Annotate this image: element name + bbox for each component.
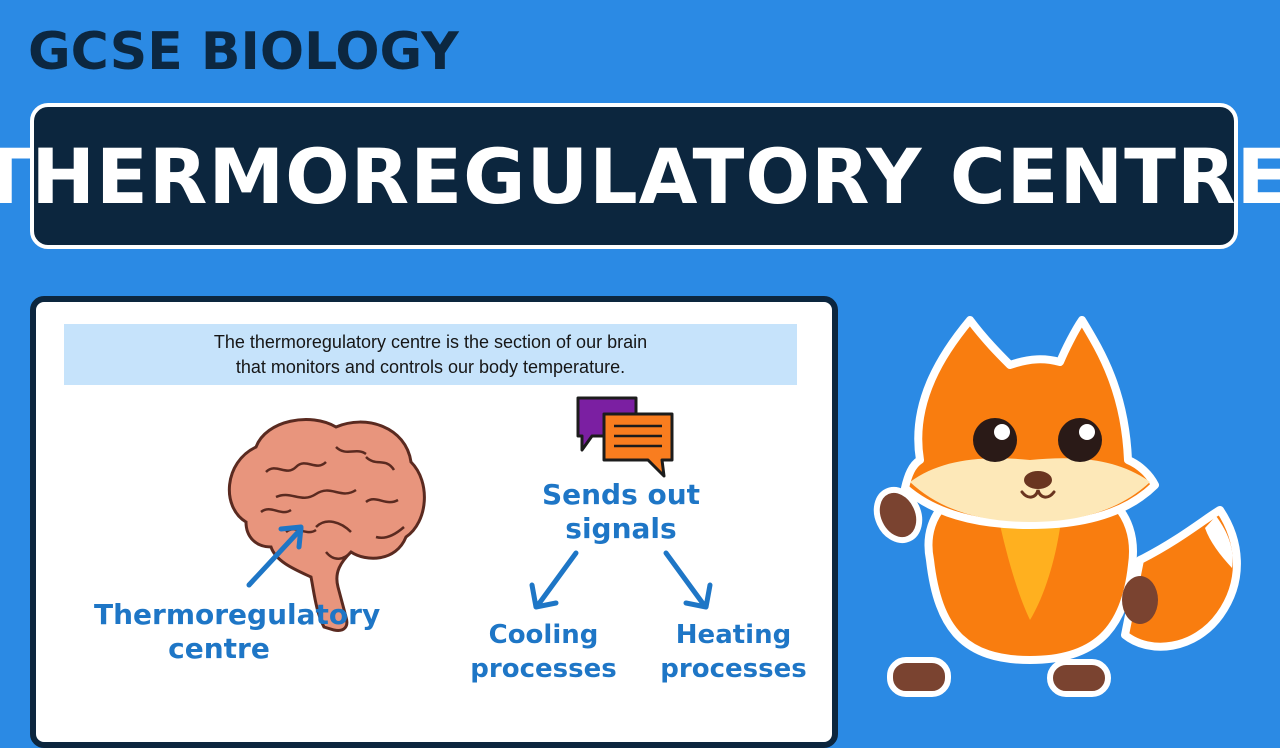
subject-label: GCSE BIOLOGY: [28, 22, 459, 82]
content-card: The thermoregulatory centre is the secti…: [30, 296, 838, 748]
page-title: THERMOREGULATORY CENTRE: [0, 131, 1280, 221]
heating-label-line-1: Heating: [675, 620, 792, 650]
definition-line-1: The thermoregulatory centre is the secti…: [213, 331, 648, 352]
definition-line-2: that monitors and controls our body temp…: [235, 356, 626, 377]
fox-mascot: [873, 316, 1241, 697]
speech-bubbles-icon: [576, 396, 674, 478]
signals-label: Sends out signals: [531, 478, 711, 546]
definition-box: The thermoregulatory centre is the secti…: [64, 324, 797, 385]
cooling-label: Cooling processes: [456, 618, 631, 686]
heating-label-line-2: processes: [660, 654, 807, 684]
signals-label-line-2: signals: [565, 512, 677, 545]
cooling-label-line-2: processes: [470, 654, 617, 684]
title-banner: THERMOREGULATORY CENTRE: [0, 103, 1280, 249]
branch-arrows: [529, 550, 713, 610]
signals-label-line-1: Sends out: [541, 478, 701, 511]
brain-label: Thermoregulatory centre: [94, 598, 381, 666]
brain-label-line-1: Thermoregulatory: [94, 598, 381, 631]
cooling-label-line-1: Cooling: [488, 620, 599, 650]
brain-label-line-2: centre: [168, 632, 270, 665]
pointer-arrow: [246, 524, 304, 588]
heating-label: Heating processes: [646, 618, 821, 686]
